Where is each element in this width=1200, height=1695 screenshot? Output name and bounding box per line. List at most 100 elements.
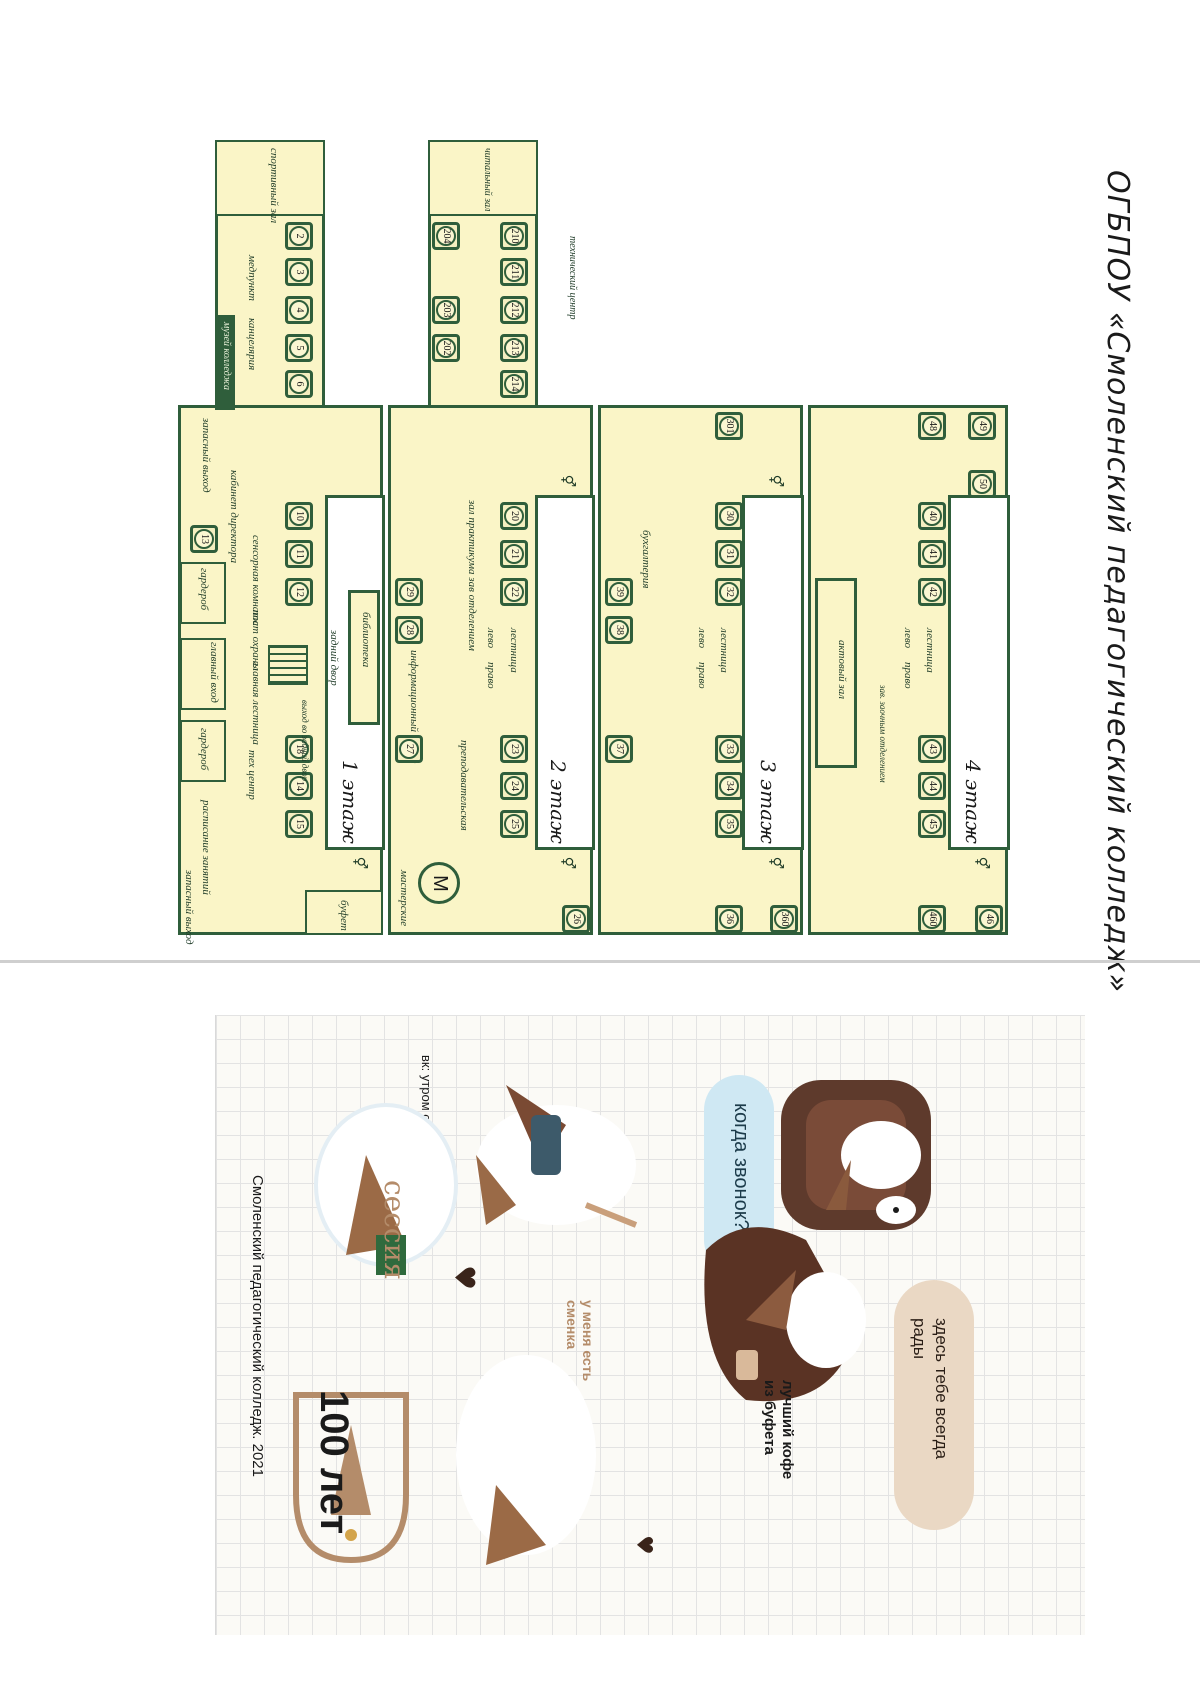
buffet-label: буфет (338, 900, 350, 931)
room-41: 41 (918, 540, 946, 568)
tech-center-2-label: технический центр (567, 236, 578, 320)
room-42: 42 (918, 578, 946, 606)
room-11: 11 (285, 540, 313, 568)
page-fold (0, 960, 1200, 963)
head-office-label: зав. заочным отделением (878, 685, 888, 783)
room-38: 38 (605, 616, 633, 644)
room-203: 203 (432, 296, 460, 324)
room-460: 460 (918, 905, 946, 933)
room-213: 213 (500, 334, 528, 362)
room-23: 23 (500, 735, 528, 763)
room-49: 49 (968, 412, 996, 440)
room-13: 13 (190, 525, 218, 553)
shift-caption: у меня есть сменка (564, 1300, 596, 1382)
room-14: 14 (285, 772, 313, 800)
room-24: 24 (500, 772, 528, 800)
exit-yard-label: выход во задний двор (300, 700, 310, 782)
page-title: ОГБПОУ «Смоленский педагогический коллед… (1100, 170, 1135, 994)
pelican-armchair-sticker (781, 1080, 931, 1230)
stairs-3-label: лестница (718, 628, 730, 673)
room-210: 210 (500, 222, 528, 250)
room-26: 26 (562, 905, 590, 933)
wc-icon: ⚥ (973, 856, 989, 870)
room-35: 35 (715, 810, 743, 838)
accounting-label: бухгалтерия (640, 530, 652, 589)
left-2-label: лево (485, 628, 497, 649)
session-caption: сессия (378, 1180, 411, 1280)
reading-hall-label: читальный зал (482, 148, 493, 212)
room-27: 27 (395, 735, 423, 763)
tech-center-label: тех центр (246, 750, 258, 800)
pelican-shift-sticker (456, 1355, 596, 1565)
teachers-room-label: преподавательская (458, 740, 470, 831)
wardrobe-1-label: гардероб (198, 568, 210, 611)
sport-hall-label: спортивный зал (268, 148, 280, 224)
heart-icon: ♥ (631, 1535, 656, 1555)
room-29: 29 (395, 578, 423, 606)
wc-icon: ⚥ (767, 474, 783, 488)
room-25: 25 (500, 810, 528, 838)
right-3-label: право (696, 662, 708, 689)
sticker-sheet: вк: утром свет когда звонок? здесь тебе … (215, 1015, 1085, 1635)
room-39: 39 (605, 578, 633, 606)
anniversary-text: 100 лет (312, 1390, 356, 1535)
right-2-label: право (485, 662, 497, 689)
room-202: 202 (432, 334, 460, 362)
museum-label: музей колледжа (221, 322, 232, 390)
director-office-label: кабинет директора (228, 470, 240, 564)
pelican-running-sticker (476, 1085, 638, 1228)
room-48: 48 (918, 412, 946, 440)
heart-icon: ♥ (448, 1265, 481, 1291)
room-214: 214 (500, 370, 528, 398)
office-label: канцелярия (246, 318, 258, 371)
room-37: 37 (605, 735, 633, 763)
room-45: 45 (918, 810, 946, 838)
main-stairs-label: главная лестница (250, 662, 262, 745)
room-22: 22 (500, 578, 528, 606)
anniversary-logo (293, 1392, 409, 1564)
room-3: 3 (285, 258, 313, 286)
stairs-2-label: лестница (508, 628, 520, 673)
room-32: 32 (715, 578, 743, 606)
room-50: 50 (968, 470, 996, 498)
room-43: 43 (918, 735, 946, 763)
spare-exit-1-label: запасный выход (200, 418, 212, 493)
wardrobe-2-label: гардероб (198, 728, 210, 771)
room-46: 46 (975, 905, 1003, 933)
stairs-4-label: лестница (924, 628, 936, 673)
wc-icon: ⚥ (559, 474, 575, 488)
room-33: 33 (715, 735, 743, 763)
room-4: 4 (285, 296, 313, 324)
room-212: 212 (500, 296, 528, 324)
room-18: 18 (285, 735, 313, 763)
floor-plan-page: ОГБПОУ «Смоленский педагогический коллед… (178, 140, 1135, 993)
pelican-coffee-sticker (704, 1227, 866, 1402)
room-204: 204 (432, 222, 460, 250)
room-15: 15 (285, 810, 313, 838)
room-360: 360 (770, 905, 798, 933)
room-10: 10 (285, 502, 313, 530)
room-31: 31 (715, 540, 743, 568)
room-40: 40 (918, 502, 946, 530)
room-30: 30 (715, 502, 743, 530)
room-28: 28 (395, 616, 423, 644)
wc-icon: ⚥ (767, 856, 783, 870)
floor-3-label: 3 этаж (756, 760, 780, 844)
floor-4-label: 4 этаж (961, 760, 985, 844)
main-stairs (268, 645, 308, 685)
back-yard-label: задний двор (328, 630, 340, 686)
floor-1-label: 1 этаж (338, 760, 362, 844)
footer-text: Смоленский педагогический колледж. 2021 (249, 1175, 266, 1477)
welcome-bubble: здесь тебе всегда рады (894, 1280, 974, 1530)
room-211: 211 (500, 258, 528, 286)
left-4-label: лево (902, 628, 914, 649)
room-12: 12 (285, 578, 313, 606)
spare-exit-2-label: запасный выход (183, 870, 195, 945)
room-20: 20 (500, 502, 528, 530)
wc-icon: ⚥ (351, 856, 367, 870)
floor-2-label: 2 этаж (546, 760, 570, 844)
right-4-label: право (902, 662, 914, 689)
wc-icon: ⚥ (559, 856, 575, 870)
workshop-icon: М (418, 862, 460, 904)
room-34: 34 (715, 772, 743, 800)
